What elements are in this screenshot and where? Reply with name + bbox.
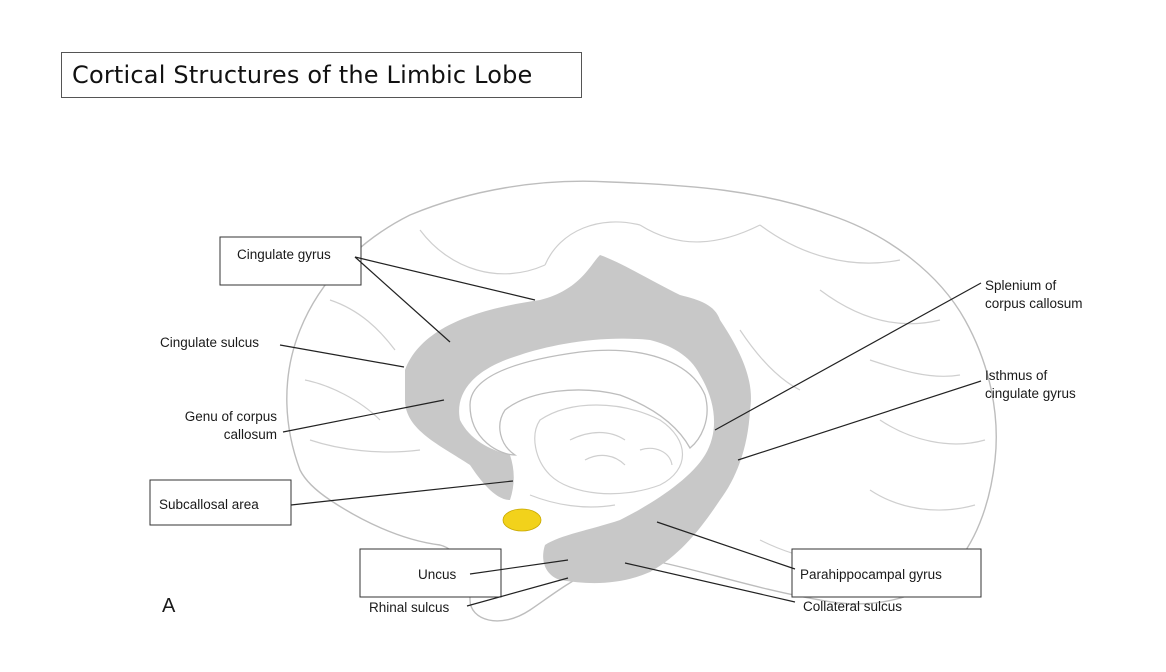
- subcallosal-area-box: [149, 479, 292, 526]
- cingulate-gyrus-box: [219, 236, 362, 286]
- uncus-yellow: [502, 508, 542, 532]
- label-splenium-line2: corpus callosum: [985, 296, 1083, 311]
- label-isthmus-line2: cingulate gyrus: [985, 386, 1076, 401]
- label-cingulate-gyrus: Cingulate gyrus: [237, 247, 331, 262]
- label-rhinal-sulcus: Rhinal sulcus: [369, 600, 450, 615]
- panel-letter: A: [162, 595, 176, 617]
- label-parahippocampal-gyrus: Parahippocampal gyrus: [800, 567, 942, 582]
- label-subcallosal-area: Subcallosal area: [159, 497, 259, 512]
- inner-structures: [529, 404, 684, 508]
- corpus-callosum: [469, 349, 708, 456]
- limbic-lobe-gray: [405, 255, 751, 584]
- slide-title: Cortical Structures of the Limbic Lobe: [72, 61, 533, 89]
- leader-lines: [279, 256, 982, 607]
- label-cingulate-sulcus: Cingulate sulcus: [160, 335, 259, 350]
- label-splenium-line1: Splenium of: [985, 278, 1057, 293]
- label-genu-line2: callosum: [224, 427, 277, 442]
- parahippocampal-box: [791, 548, 982, 598]
- label-uncus: Uncus: [418, 567, 457, 582]
- label-genu-line1: Genu of corpus: [185, 409, 278, 424]
- label-collateral-sulcus: Collateral sulcus: [803, 599, 902, 614]
- label-isthmus-line1: Isthmus of: [985, 368, 1048, 383]
- title-box: Cortical Structures of the Limbic Lobe: [61, 52, 582, 98]
